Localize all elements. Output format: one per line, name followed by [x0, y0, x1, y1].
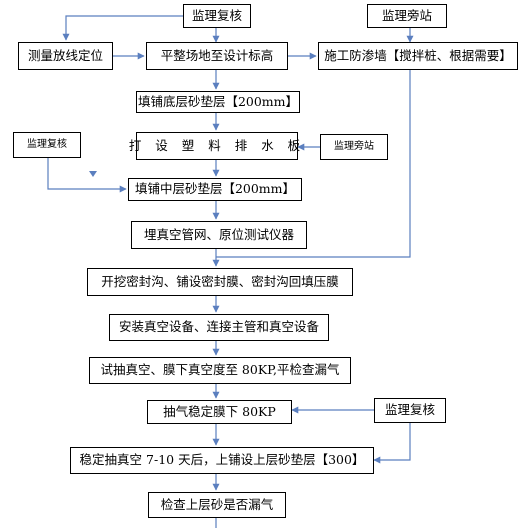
node-survey-layout: 测量放线定位: [18, 42, 113, 70]
node-check-leak: 检查上层砂是否漏气: [148, 492, 286, 518]
node-level-site: 平整场地至设计标高: [146, 42, 288, 70]
node-supervisor-review-3: 监理复核: [374, 398, 446, 423]
node-supervisor-review-2: 监理复核: [13, 132, 81, 158]
node-bottom-sand: 填铺底层砂垫层【200mm】: [136, 91, 300, 113]
node-trial-vacuum: 试抽真空、膜下真空度至 80KP,平检查漏气: [89, 357, 351, 384]
edge-seepage-to-junction: [216, 70, 411, 258]
edge-review1-to-survey: [62, 15, 183, 41]
node-drain-board: 打 设 塑 料 排 水 板: [129, 132, 300, 160]
node-supervisor-review-1: 监理复核: [183, 4, 251, 28]
node-supervisor-station-1: 监理旁站: [367, 4, 447, 28]
node-upper-sand: 稳定抽真空 7-10 天后，上铺设上层砂垫层【300】: [70, 447, 374, 474]
node-seal-trench: 开挖密封沟、铺设密封膜、密封沟回填压膜: [87, 268, 353, 296]
node-stable-pumping: 抽气稳定膜下 80KP: [147, 400, 292, 424]
edge-review2-to-middle: [47, 158, 127, 193]
node-install-vacuum: 安装真空设备、连接主管和真空设备: [109, 314, 329, 341]
node-seepage-wall: 施工防渗墙【搅拌桩、根据需要】: [318, 42, 518, 70]
stray-arrowhead: [89, 171, 97, 177]
node-supervisor-station-2: 监理旁站: [320, 134, 388, 160]
edge-review3-to-upper: [373, 423, 411, 464]
node-vacuum-pipes: 埋真空管网、原位测试仪器: [131, 221, 307, 249]
node-middle-sand: 填铺中层砂垫层【200mm】: [128, 178, 302, 201]
